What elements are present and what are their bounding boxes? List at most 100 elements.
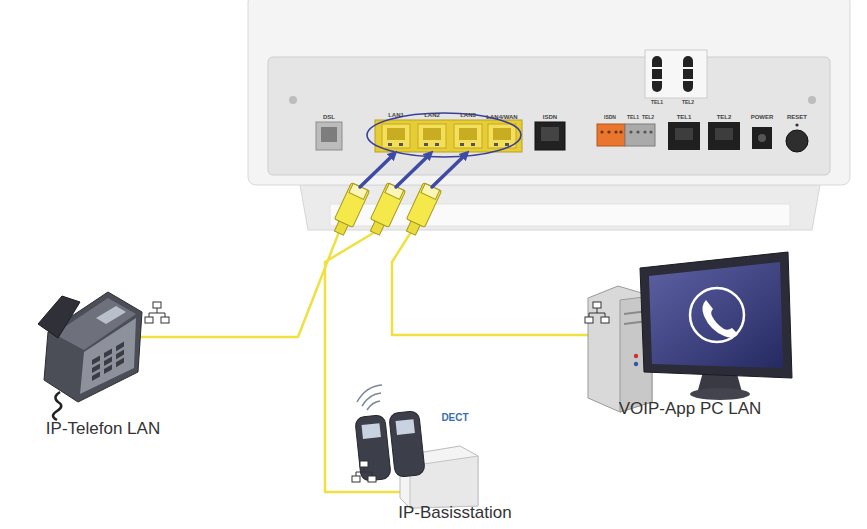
port-label: TEL1 — [651, 100, 663, 105]
lan-cable — [186, 152, 396, 337]
lan-port-opening — [493, 128, 511, 140]
terminal-contact — [614, 130, 617, 133]
device-label: IP-Basisstation — [339, 504, 571, 523]
isdn-port — [535, 122, 565, 150]
tae-socket — [652, 56, 662, 92]
tae-plate — [645, 50, 707, 98]
isdn-port-opening — [541, 127, 559, 141]
monitor-screen — [649, 262, 783, 368]
port-label: TEL1 — [677, 114, 692, 120]
panel-hole — [289, 96, 297, 104]
lan-port-frame — [375, 120, 522, 152]
port-label: ISDN — [543, 114, 557, 120]
tae-notch — [681, 67, 695, 69]
device-label: IP-Telefon LAN — [20, 420, 186, 439]
phone-key — [92, 355, 100, 365]
device-label: VOIP-App PC LAN — [579, 400, 801, 419]
tae-notch — [650, 79, 664, 81]
port-led — [388, 143, 392, 146]
tae-notch — [650, 67, 664, 69]
plug-boot — [406, 219, 421, 235]
plug-body — [334, 183, 369, 228]
phone-handset — [38, 296, 80, 338]
panel-hole — [808, 96, 816, 104]
phone-key — [104, 356, 112, 366]
port-led — [460, 143, 464, 146]
phone-keypad-face — [80, 318, 136, 394]
network-symbol-lines — [589, 308, 605, 317]
power-pin — [758, 134, 766, 142]
port-label: TEL2 — [682, 100, 694, 105]
lan-port-opening — [423, 128, 441, 140]
port-led — [424, 143, 428, 146]
port-label: TEL2 — [642, 115, 654, 120]
tel-port-opening — [675, 128, 693, 140]
port-label: ISDN — [604, 115, 616, 120]
rj45-plug — [330, 183, 370, 238]
phone-key — [104, 364, 112, 374]
cable-group — [186, 152, 579, 492]
port-label: POWER — [751, 114, 774, 120]
lan-cable — [392, 152, 579, 335]
router-stand-front — [330, 204, 790, 226]
arrow-group — [360, 157, 463, 187]
plug-boot — [370, 219, 385, 235]
phone-key — [116, 342, 124, 352]
highlight-ellipse — [367, 113, 521, 157]
port-led — [399, 143, 403, 146]
handset-display — [396, 419, 415, 435]
phone-icon-ring — [690, 288, 744, 342]
plug-head — [349, 183, 368, 199]
port-label: DSL — [323, 114, 335, 120]
dect-label: DECT — [441, 413, 468, 423]
terminal-contact — [636, 130, 639, 133]
isdn-terminal — [597, 124, 625, 146]
lan-port-node: LAN3 — [452, 108, 484, 152]
phone-key — [116, 358, 124, 368]
dsl-port — [316, 122, 342, 150]
handset-display — [362, 423, 381, 439]
reset-button — [786, 130, 808, 152]
phone-icon — [702, 300, 738, 338]
port-arrow — [396, 157, 427, 187]
port-led — [435, 143, 439, 146]
reset-dot — [795, 123, 798, 126]
plug-head — [421, 183, 440, 199]
radio-wave — [362, 393, 381, 406]
radio-wave — [367, 401, 380, 410]
terminal-contact — [643, 130, 646, 133]
network-symbol-box — [153, 302, 161, 308]
port-arrow — [432, 157, 463, 187]
tel-port — [708, 122, 740, 150]
tae-socket — [683, 56, 693, 92]
radio-wave — [357, 385, 382, 402]
port-label: RESET — [787, 114, 807, 120]
lan-port — [382, 124, 410, 148]
phone-key — [92, 371, 100, 381]
port-led — [494, 143, 498, 146]
plug-head — [385, 183, 404, 199]
pc-led — [634, 362, 638, 366]
phone-key — [104, 348, 112, 358]
router-stand — [300, 185, 820, 230]
tae-notch — [681, 79, 695, 81]
port-led — [505, 143, 509, 146]
phone-key — [116, 350, 124, 360]
network-symbol — [585, 302, 609, 323]
tel-port — [668, 122, 700, 150]
device-node: IP-Telefon LAN — [20, 280, 186, 448]
lan-port-node: LAN1 — [380, 108, 412, 152]
network-symbol-lines — [149, 308, 165, 317]
port-arrow — [360, 157, 391, 187]
terminal-contact — [629, 130, 632, 133]
cable-stub — [133, 336, 186, 339]
pc-led — [634, 354, 638, 358]
dsl-port-opening — [321, 127, 337, 142]
network-symbol-box — [360, 461, 368, 467]
port-label: LAN4/WAN — [486, 114, 517, 120]
port-label: TEL2 — [717, 114, 732, 120]
port-label: LAN1 — [380, 112, 412, 119]
port-label: LAN3 — [452, 112, 484, 119]
